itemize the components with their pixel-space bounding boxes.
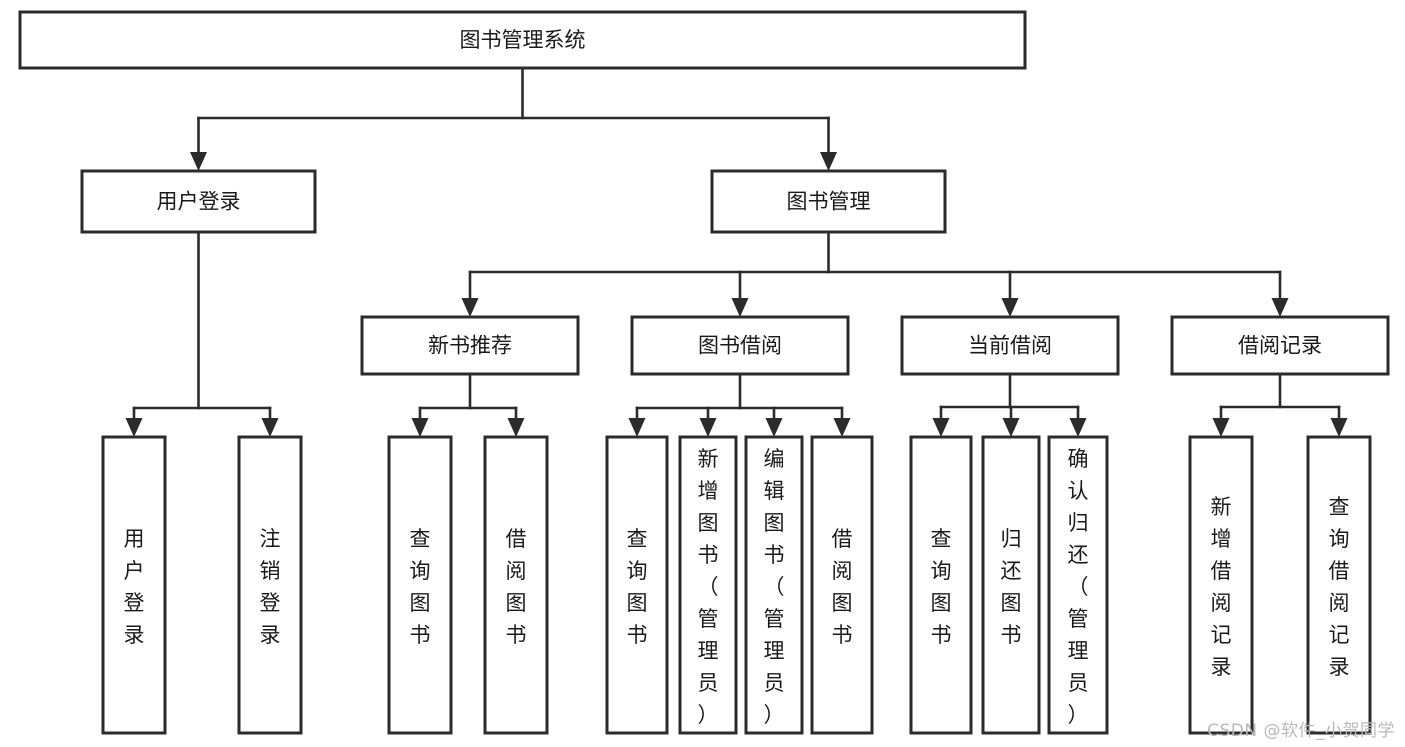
arrow-head-icon	[628, 418, 646, 437]
node-label: 当前借阅	[968, 334, 1052, 358]
node-leaf-query-book-2[interactable]: 查询图书	[605, 435, 669, 735]
connector-layer	[125, 66, 1348, 437]
node-box[interactable]	[810, 435, 874, 735]
node-label: 查询图书	[931, 527, 952, 647]
node-leaf-query-book-3[interactable]: 查询图书	[909, 435, 973, 735]
node-leaf-confirm-return[interactable]: 确认归还（管理员）	[1047, 435, 1109, 735]
arrow-head-icon	[411, 418, 429, 437]
node-box[interactable]	[101, 435, 167, 735]
node-box[interactable]	[80, 169, 317, 234]
node-label: 用户登录	[124, 527, 145, 647]
node-leaf-add-book[interactable]: 新增图书（管理员）	[678, 435, 738, 735]
node-root[interactable]: 图书管理系统	[18, 10, 1027, 70]
arrow-head-icon	[1001, 298, 1019, 317]
arrow-head-icon	[1069, 418, 1087, 437]
node-label: 确认归还（管理员）	[1068, 447, 1089, 727]
arrow-head-icon	[461, 298, 479, 317]
node-box[interactable]	[387, 435, 453, 735]
node-box[interactable]	[605, 435, 669, 735]
arrow-head-icon	[261, 418, 279, 437]
node-label: 图书借阅	[698, 334, 782, 358]
node-box[interactable]	[1170, 315, 1390, 376]
node-leaf-user-login[interactable]: 用户登录	[101, 435, 167, 735]
node-label: 注销登录	[260, 527, 281, 647]
node-leaf-return-book[interactable]: 归还图书	[981, 435, 1041, 735]
node-leaf-query-record[interactable]: 查询借阅记录	[1306, 435, 1372, 735]
node-box[interactable]	[360, 315, 580, 376]
arrow-head-icon	[1212, 418, 1230, 437]
arrow-head-icon	[820, 152, 837, 171]
arrow-head-icon	[699, 418, 717, 437]
node-label: 借阅记录	[1238, 334, 1322, 358]
node-label: 借阅图书	[506, 527, 527, 647]
arrow-head-icon	[833, 418, 851, 437]
node-leaf-logout[interactable]: 注销登录	[237, 435, 303, 735]
node-label: 新增借阅记录	[1211, 495, 1232, 679]
arrow-head-icon	[507, 418, 525, 437]
node-book-manage[interactable]: 图书管理	[710, 169, 947, 234]
arrow-head-icon	[125, 418, 143, 437]
node-box[interactable]	[1188, 435, 1254, 735]
node-book-borrow[interactable]: 图书借阅	[630, 315, 850, 376]
node-box[interactable]	[678, 435, 738, 735]
node-label: 图书管理	[787, 190, 871, 214]
node-user-login[interactable]: 用户登录	[80, 169, 317, 234]
node-box[interactable]	[900, 315, 1120, 376]
arrow-head-icon	[765, 418, 783, 437]
arrow-head-icon	[190, 152, 207, 171]
arrow-head-icon	[932, 418, 950, 437]
node-box[interactable]	[1047, 435, 1109, 735]
node-box[interactable]	[909, 435, 973, 735]
node-box[interactable]	[744, 435, 804, 735]
node-leaf-borrow-book-1[interactable]: 借阅图书	[483, 435, 549, 735]
node-label: 编辑图书（管理员）	[764, 447, 785, 727]
arrow-head-icon	[731, 298, 749, 317]
node-box[interactable]	[483, 435, 549, 735]
node-current-borrow[interactable]: 当前借阅	[900, 315, 1120, 376]
node-label: 查询借阅记录	[1329, 495, 1350, 679]
node-box[interactable]	[630, 315, 850, 376]
node-label: 图书管理系统	[460, 28, 586, 52]
node-new-book-recommend[interactable]: 新书推荐	[360, 315, 580, 376]
node-leaf-borrow-book-2[interactable]: 借阅图书	[810, 435, 874, 735]
node-label: 新书推荐	[428, 334, 512, 358]
node-label: 新增图书（管理员）	[698, 447, 719, 727]
node-label: 查询图书	[410, 527, 431, 647]
node-box[interactable]	[237, 435, 303, 735]
node-label: 借阅图书	[832, 527, 853, 647]
node-leaf-edit-book[interactable]: 编辑图书（管理员）	[744, 435, 804, 735]
arrow-head-icon	[1002, 418, 1020, 437]
node-layer: 图书管理系统用户登录图书管理新书推荐图书借阅当前借阅借阅记录用户登录注销登录查询…	[18, 10, 1390, 735]
arrow-head-icon	[1271, 298, 1289, 317]
node-box[interactable]	[710, 169, 947, 234]
node-box[interactable]	[18, 10, 1027, 70]
node-label: 查询图书	[627, 527, 648, 647]
node-borrow-record[interactable]: 借阅记录	[1170, 315, 1390, 376]
node-leaf-query-book-1[interactable]: 查询图书	[387, 435, 453, 735]
node-box[interactable]	[981, 435, 1041, 735]
node-leaf-add-record[interactable]: 新增借阅记录	[1188, 435, 1254, 735]
node-label: 用户登录	[157, 190, 241, 214]
arrow-head-icon	[1330, 418, 1348, 437]
node-label: 归还图书	[1001, 527, 1022, 647]
node-box[interactable]	[1306, 435, 1372, 735]
